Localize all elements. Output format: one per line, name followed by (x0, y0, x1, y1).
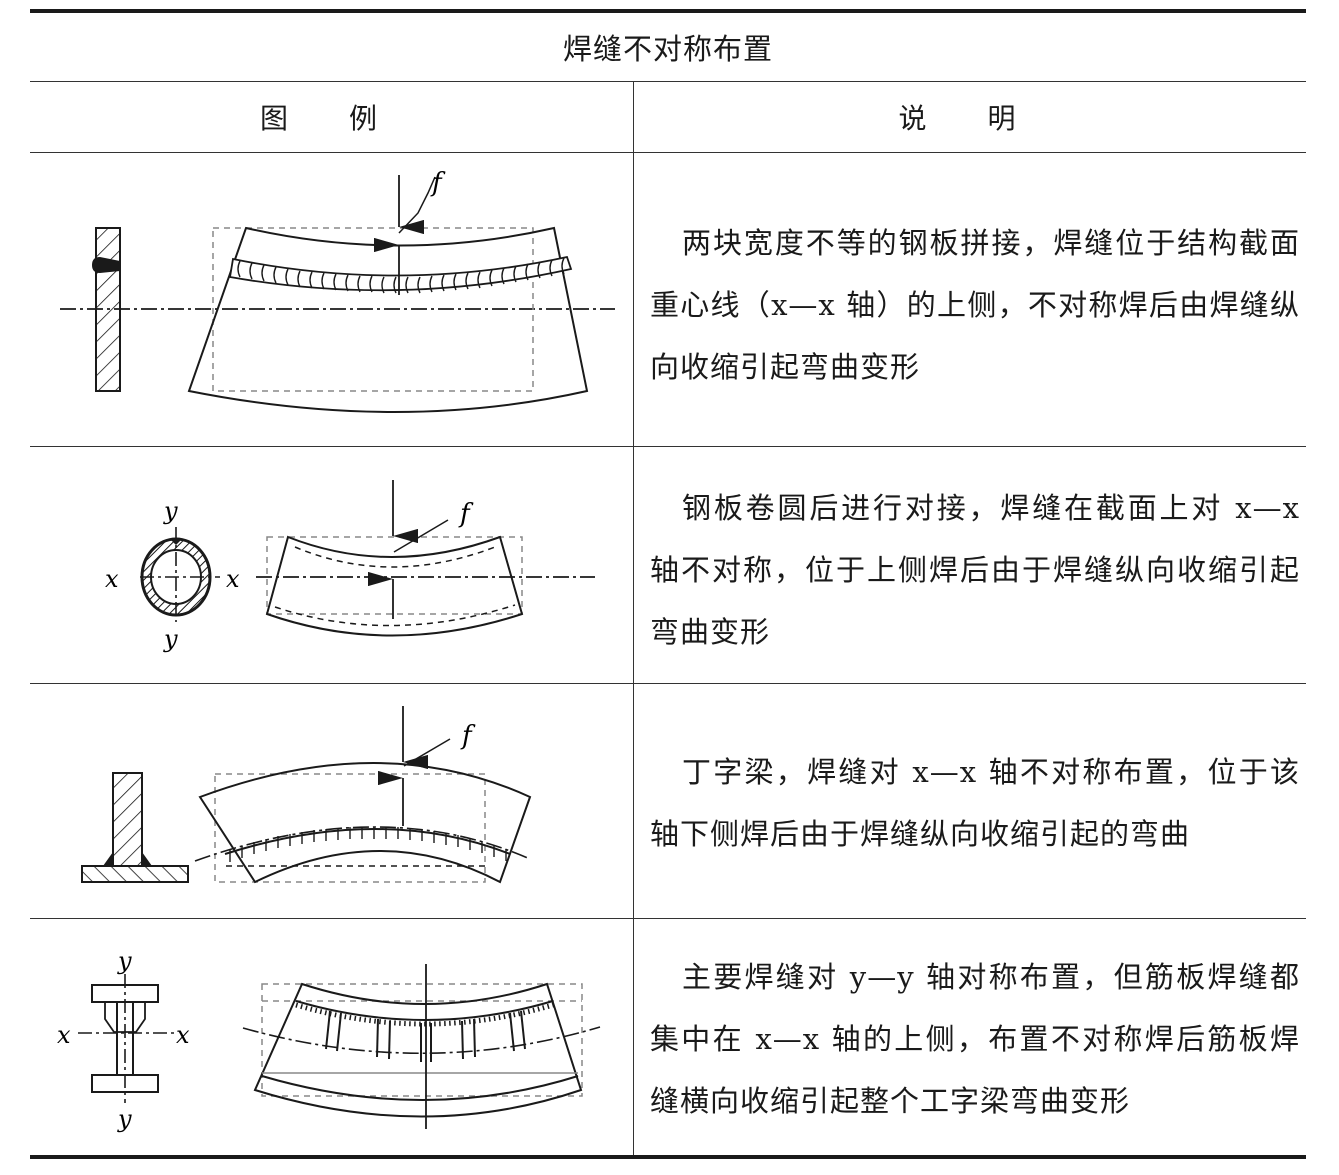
weld-seam (228, 255, 573, 292)
description-text: 两块宽度不等的钢板拼接，焊缝位于结构截面重心线（x—x 轴）的上侧，不对称焊后由… (650, 226, 1300, 384)
weld-table: 焊缝不对称布置 图 例 说 明 (30, 0, 1306, 1175)
deformed-tube (265, 535, 524, 637)
original-outline (212, 227, 534, 392)
weld-mark (170, 539, 182, 545)
original-outline (266, 536, 523, 615)
axis-label-y-top: y (163, 497, 178, 525)
deformed-beam (198, 762, 532, 884)
diagram-i-beam: y y x x (57, 947, 601, 1133)
figure-row-3: f (30, 684, 633, 918)
flange-section (81, 865, 189, 883)
axis-label-x-left: x (105, 565, 119, 593)
inner-wall-top (294, 546, 496, 568)
bottom-flange-inner (261, 1075, 579, 1101)
axis-label-y-top: y (117, 947, 132, 975)
weld-line (224, 828, 511, 855)
weld-ripples (237, 257, 565, 294)
centroid-axis (194, 826, 531, 862)
column-divider (633, 82, 634, 1157)
deformed-plate (187, 226, 589, 413)
header-rule (30, 152, 1306, 153)
original-outline (214, 773, 486, 883)
top-rule (30, 9, 1306, 13)
axis-label-x-right: x (176, 1021, 190, 1049)
row-rule-1 (30, 446, 1306, 447)
description-row-4: 主要焊缝对 y—y 轴对称布置，但筋板焊缝都集中在 x—x 轴的上侧，布置不对称… (650, 946, 1300, 1132)
bottom-rule (30, 1155, 1306, 1159)
weld-ticks (229, 827, 507, 862)
axis-label-y-bottom: y (117, 1105, 132, 1133)
diagram-rolled-tube: x x y y f (105, 480, 595, 653)
flange-weld-ticks (295, 1002, 554, 1027)
web-section (112, 772, 143, 867)
deflection-label: f (458, 499, 474, 529)
row-rule-2 (30, 683, 1306, 684)
description-row-2: 钢板卷圆后进行对接，焊缝在截面上对 x—x 轴不对称，位于上侧焊后由于焊缝纵向收… (650, 477, 1300, 663)
centroid-axis (242, 1026, 601, 1055)
axis-label-x-left: x (57, 1021, 71, 1049)
label-leader (398, 176, 436, 234)
header-figure: 图 例 (260, 102, 403, 135)
description-text: 主要焊缝对 y—y 轴对称布置，但筋板焊缝都集中在 x—x 轴的上侧，布置不对称… (650, 960, 1300, 1118)
header-description: 说 明 (898, 102, 1042, 135)
inner-wall-bottom (274, 604, 516, 627)
description-text: 丁字梁，焊缝对 x—x 轴不对称布置，位于该轴下侧焊后由于焊缝纵向收缩引起的弯曲 (650, 755, 1300, 851)
figure-row-1: f (30, 153, 633, 447)
deflection-label: f (430, 168, 446, 198)
diagram-t-beam: f (81, 706, 532, 884)
diagram-plate-splice: f (60, 168, 615, 413)
title-rule (30, 81, 1306, 82)
description-text: 钢板卷圆后进行对接，焊缝在截面上对 x—x 轴不对称，位于上侧焊后由于焊缝纵向收… (650, 491, 1300, 649)
top-flange-inner (295, 1000, 554, 1021)
deflection-label: f (460, 721, 476, 751)
label-leader (393, 519, 449, 553)
axis-label-y-bottom: y (163, 625, 178, 653)
original-outline (261, 983, 583, 1097)
description-row-1: 两块宽度不等的钢板拼接，焊缝位于结构截面重心线（x—x 轴）的上侧，不对称焊后由… (650, 212, 1300, 398)
table-title: 焊缝不对称布置 (562, 32, 773, 66)
description-row-3: 丁字梁，焊缝对 x—x 轴不对称布置，位于该轴下侧焊后由于焊缝纵向收缩引起的弯曲 (650, 741, 1300, 865)
label-leader (403, 738, 451, 767)
row-rule-3 (30, 918, 1306, 919)
weld-bead-section (92, 257, 120, 273)
deformed-beam (253, 982, 583, 1118)
figure-row-2: x x y y f (30, 447, 633, 683)
ribs (325, 1010, 526, 1062)
axis-label-x-right: x (226, 565, 240, 593)
fillet-welds (103, 852, 152, 866)
figure-row-4: y y x x (30, 919, 633, 1155)
